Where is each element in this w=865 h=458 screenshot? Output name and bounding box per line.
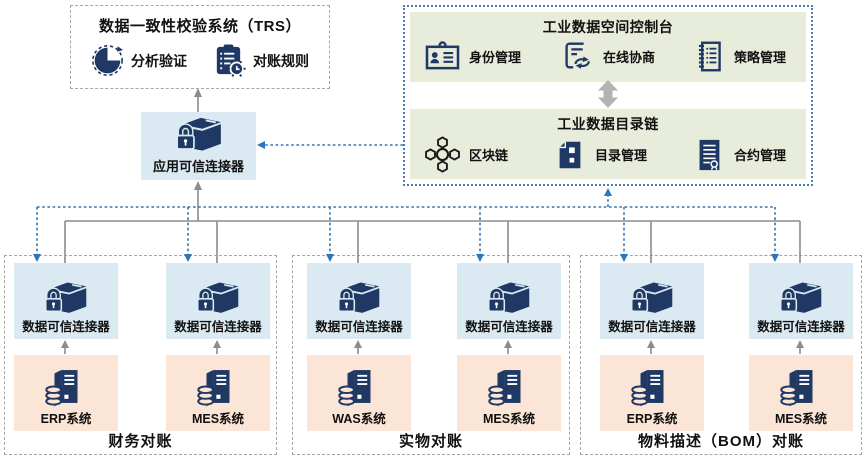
connector-label: 数据可信连接器 [174,320,262,334]
data-connector-box: 数据可信连接器 [166,263,270,339]
group-label: 物料描述（BOM）对账 [638,433,804,450]
policy-notebook-icon [693,40,726,73]
connector-label: 数据可信连接器 [757,320,845,334]
data-connector-box: 数据可信连接器 [600,263,704,339]
feature-analysis: 分析验证 [91,44,187,77]
server-database-icon [336,365,382,408]
item-label: 区块链 [469,148,509,163]
item-catalog: 目录管理 [553,138,647,172]
catalog-icon [553,138,587,172]
server-database-icon [43,365,89,408]
column-mes: 数据可信连接器 MES系统 [166,263,270,431]
group-label: 实物对账 [398,433,463,450]
catalog-chain-items: 区块链 目录管理 合约管理 [410,134,806,173]
system-label: ERP系统 [626,412,678,426]
column-mes: 数据可信连接器 MES系统 [749,263,853,431]
system-box: MES系统 [457,355,561,431]
trs-title: 数据一致性校验系统（TRS） [98,18,301,35]
feature-label: 分析验证 [131,52,187,69]
group-financial-reconciliation: 数据可信连接器 ERP系统 数据可信连接器 MES系统 财务对账 [4,255,277,455]
column-mes: 数据可信连接器 MES系统 [457,263,561,431]
package-lock-icon [41,277,91,316]
data-connector-box: 数据可信连接器 [14,263,118,339]
column-was: 数据可信连接器 WAS系统 [307,263,411,431]
trs-feature-row: 分析验证 对账规则 [71,43,329,78]
column-erp: 数据可信连接器 ERP系统 [14,263,118,431]
contract-icon [692,138,726,172]
connector-label: 数据可信连接器 [315,320,403,334]
catalog-chain-title: 工业数据目录链 [557,116,659,132]
online-negotiation-icon [559,39,595,73]
connector-label: 数据可信连接器 [465,320,553,334]
pie-analysis-icon [91,44,124,77]
server-database-icon [195,365,241,408]
feature-label: 对账规则 [253,52,309,69]
ids-console-panel: 工业数据空间控制台 身份管理 在线协商 策略管理 [410,12,806,82]
server-database-icon [778,365,824,408]
blockchain-icon [424,136,461,173]
group-label: 财务对账 [108,433,173,450]
package-lock-icon [334,277,384,316]
system-box: ERP系统 [14,355,118,431]
item-label: 身份管理 [469,49,522,65]
column-erp: 数据可信连接器 ERP系统 [600,263,704,431]
item-label: 在线协商 [602,49,655,65]
package-lock-icon [193,277,243,316]
data-connector-box: 数据可信连接器 [457,263,561,339]
item-label: 策略管理 [733,49,786,65]
package-lock-icon [776,277,826,316]
system-label: WAS系统 [332,412,386,426]
system-box: MES系统 [749,355,853,431]
system-label: ERP系统 [40,412,92,426]
app-connector-label: 应用可信连接器 [152,159,244,174]
package-lock-icon [627,277,677,316]
ids-console-title: 工业数据空间控制台 [542,19,674,35]
server-database-icon [629,365,675,408]
data-connector-box: 数据可信连接器 [307,263,411,339]
system-box: MES系统 [166,355,270,431]
connector-label: 数据可信连接器 [608,320,696,334]
system-box: ERP系统 [600,355,704,431]
system-label: MES系统 [774,412,828,426]
app-trusted-connector-box: 应用可信连接器 [141,112,256,180]
system-label: MES系统 [191,412,245,426]
item-contract: 合约管理 [692,138,786,172]
item-identity: 身份管理 [424,41,521,72]
system-box: WAS系统 [307,355,411,431]
reconciliation-rules-icon [211,43,246,78]
server-database-icon [486,365,532,408]
ids-console-items: 身份管理 在线协商 策略管理 [410,37,806,73]
item-negotiation: 在线协商 [559,39,655,73]
package-lock-icon [484,277,534,316]
catalog-chain-panel: 工业数据目录链 区块链 目录管理 合约管理 [410,109,806,179]
package-lock-icon [172,112,226,154]
item-label: 合约管理 [733,148,786,163]
id-card-icon [424,41,461,72]
group-bom-reconciliation: 数据可信连接器 ERP系统 数据可信连接器 MES系统 物料描述（BOM）对账 [580,255,862,455]
industrial-data-space-box: 工业数据空间控制台 身份管理 在线协商 策略管理 工业数据目录链 [403,5,813,186]
item-label: 目录管理 [594,148,647,163]
trs-system-box: 数据一致性校验系统（TRS） 分析验证 对账规则 [70,5,330,89]
connector-label: 数据可信连接器 [22,320,110,334]
feature-rules: 对账规则 [211,43,309,78]
group-physical-reconciliation: 数据可信连接器 WAS系统 数据可信连接器 MES系统 实物对账 [292,255,570,455]
system-label: MES系统 [482,412,536,426]
item-policy: 策略管理 [693,40,786,73]
data-connector-box: 数据可信连接器 [749,263,853,339]
item-blockchain: 区块链 [424,136,508,173]
